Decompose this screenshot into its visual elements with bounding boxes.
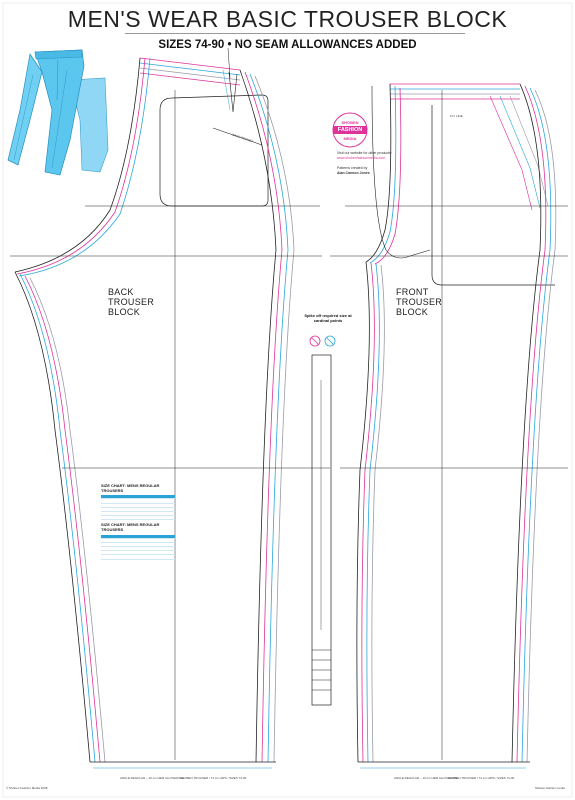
credit-name: Alan Cannon Jones bbox=[337, 171, 370, 175]
footer-copyright: © Shoben Fashion Media 2008 bbox=[6, 786, 48, 790]
credit-line: Patterns created by bbox=[337, 166, 368, 170]
front-label-line-2: TROUSER bbox=[396, 297, 443, 307]
website-line: Visit our website for other products: bbox=[337, 151, 392, 155]
title-divider bbox=[125, 33, 465, 34]
logo-top-text: SHOBEN bbox=[341, 120, 359, 125]
page-subtitle: SIZES 74-90 • NO SEAM ALLOWANCES ADDED bbox=[158, 39, 417, 51]
size-charts: SIZE CHART: MENS REGULAR TROUSERS SIZE C… bbox=[101, 483, 175, 563]
size-chart-2-title: SIZE CHART: MENS REGULAR TROUSERS bbox=[101, 523, 175, 532]
back-sizes-label: SHOBEN TROUSER / 74 cm HIPS / SIZES 74-9… bbox=[180, 776, 247, 780]
size-chart-2-title-line-2: TROUSERS bbox=[101, 526, 124, 532]
back-label-line-3: BLOCK bbox=[108, 307, 141, 317]
page-title: MEN'S WEAR BASIC TROUSER BLOCK bbox=[67, 6, 508, 32]
back-trouser-block bbox=[10, 47, 330, 769]
waistband-piece bbox=[311, 354, 332, 706]
back-block-label: BACK TROUSER BLOCK bbox=[108, 287, 154, 317]
front-label-line-1: FRONT bbox=[396, 287, 429, 297]
size-chart-1-title-line-2: TROUSERS bbox=[101, 487, 124, 493]
website-url: www.shobenfashionmedia.com bbox=[337, 156, 386, 160]
size-chart-2-table bbox=[101, 534, 175, 560]
back-label-line-2: TROUSER bbox=[108, 297, 155, 307]
size-chart-1-title-line-1: SIZE CHART: MENS REGULAR bbox=[101, 483, 160, 488]
size-chart-2-title-line-1: SIZE CHART: MENS REGULAR bbox=[101, 522, 160, 528]
spike-icons bbox=[309, 335, 336, 347]
front-hem-label: ANKLE REGULAR – 10 cm HEM ALLOWANCE bbox=[394, 776, 458, 780]
footer-brand: Shoben fashion media bbox=[535, 786, 565, 790]
trouser-illustration bbox=[7, 49, 109, 176]
logo-middle-text: FASHION bbox=[337, 127, 363, 133]
back-label-line-1: BACK bbox=[108, 287, 134, 297]
front-trouser-block bbox=[330, 83, 568, 769]
spike-note: Spike off required size at cardinal poin… bbox=[304, 313, 352, 323]
shoben-fashion-media-logo: SHOBEN FASHION MEDIA bbox=[330, 110, 370, 150]
logo-bottom-text: MEDIA bbox=[343, 136, 357, 141]
size-chart-1-title: SIZE CHART: MENS REGULAR TROUSERS bbox=[101, 483, 175, 493]
front-label-line-3: BLOCK bbox=[396, 307, 429, 317]
logo-mark bbox=[332, 112, 368, 148]
back-hem-label: ANKLE REGULAR – 10 cm HEM ALLOWANCE bbox=[120, 776, 184, 780]
front-pocket-label: FLY LINE bbox=[450, 114, 463, 118]
size-chart-1-table bbox=[101, 495, 175, 521]
front-block-label: FRONT TROUSER BLOCK bbox=[396, 287, 442, 317]
front-sizes-label: SHOBEN TROUSER / 74 cm HIPS / SIZES 74-9… bbox=[448, 776, 515, 780]
